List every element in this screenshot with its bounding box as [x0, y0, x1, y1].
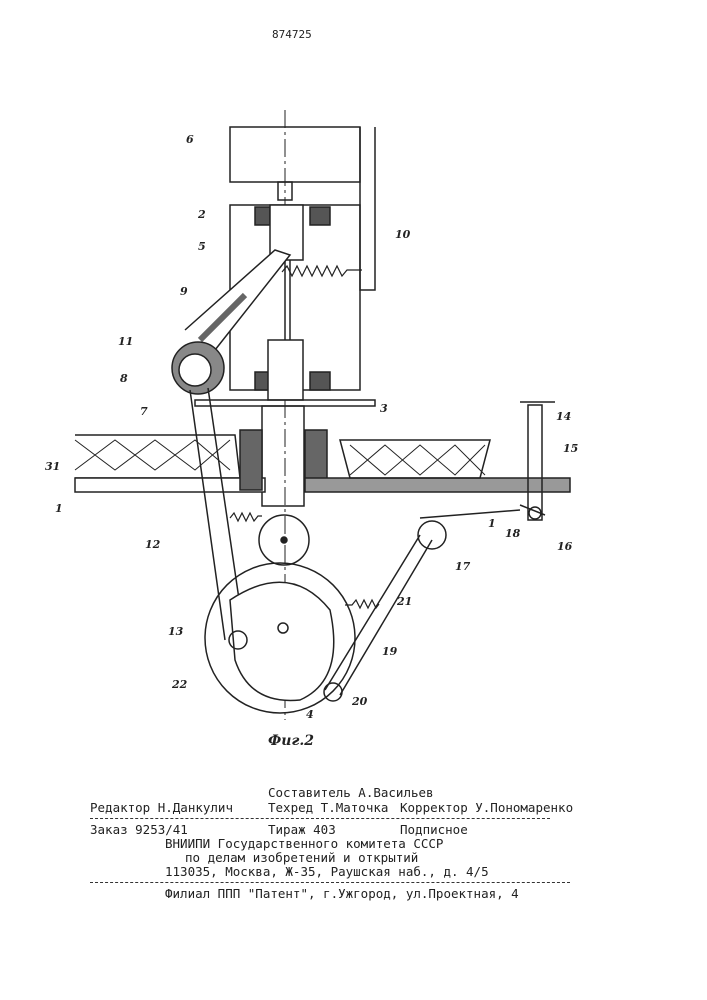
part-label: 18: [505, 527, 521, 540]
part-label: 22: [171, 678, 188, 691]
part-label: 3: [380, 402, 388, 415]
part-label: 19: [382, 645, 398, 658]
order: Заказ 9253/41: [90, 822, 188, 837]
organization-line1: ВНИИПИ Государственного комитета СССР: [165, 836, 443, 851]
circulation: Тираж 403: [268, 822, 336, 837]
part-label: 16: [557, 540, 573, 553]
part-label: 1: [55, 502, 63, 515]
part-label: 12: [145, 538, 161, 551]
part-label: 4: [306, 708, 314, 721]
part-label: 31: [45, 460, 60, 473]
composer: Составитель А.Васильев: [268, 785, 434, 800]
figure-caption: Фиг.2: [268, 733, 314, 749]
part-label: 17: [455, 560, 471, 573]
part-label: 1: [488, 517, 496, 530]
techred: Техред Т.Маточка: [268, 800, 388, 815]
part-label: 11: [118, 335, 133, 348]
divider: [90, 882, 570, 883]
part-label: 8: [120, 372, 128, 385]
part-label: 10: [395, 228, 411, 241]
part-label: 7: [140, 405, 148, 418]
part-label: 21: [396, 595, 412, 608]
part-label: 20: [351, 695, 368, 708]
organization-line2: по делам изобретений и открытий: [185, 850, 418, 865]
subscription: Подписное: [400, 822, 468, 837]
address: 113035, Москва, Ж-35, Раушская наб., д. …: [165, 864, 489, 879]
part-label: 9: [180, 285, 188, 298]
branch: Филиал ППП "Патент", г.Ужгород, ул.Проек…: [165, 886, 519, 901]
technical-drawing: 6 2 5 10 9 11 8 7 3 14 15 31 1 12 17 1 1…: [0, 0, 707, 760]
part-label: 13: [168, 625, 184, 638]
part-label: 14: [556, 410, 571, 423]
part-label: 15: [563, 442, 578, 455]
part-label: 6: [186, 133, 194, 146]
part-label: 2: [197, 208, 206, 221]
part-label: 5: [198, 240, 206, 253]
editor: Редактор Н.Данкулич: [90, 800, 233, 815]
corrector: Корректор У.Пономаренко: [400, 800, 573, 815]
divider: [90, 818, 550, 819]
